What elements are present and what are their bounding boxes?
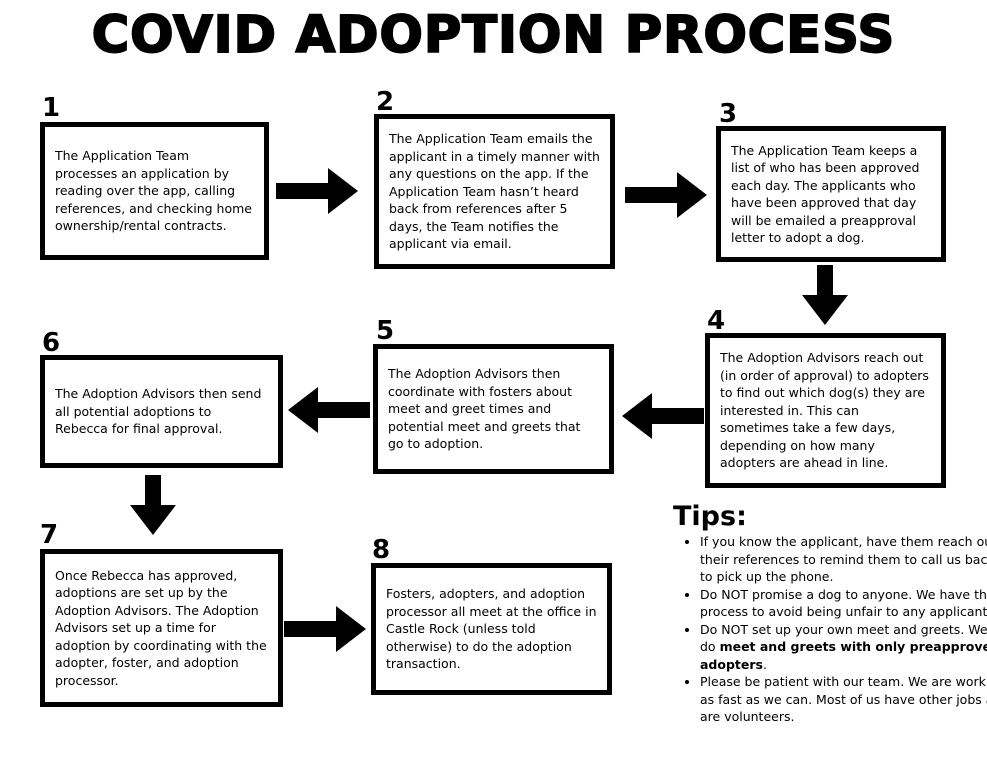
tip-item: If you know the applicant, have them rea… <box>700 533 987 586</box>
step-5-box: The Adoption Advisors then coordinate wi… <box>373 344 614 474</box>
tips-heading: Tips: <box>673 501 747 532</box>
arrow-left-icon <box>622 393 704 439</box>
step-3-text: The Application Team keeps a list of who… <box>731 142 920 246</box>
step-7-number: 7 <box>40 520 59 550</box>
page-title: COVID ADOPTION PROCESS <box>91 5 896 66</box>
step-4-number: 4 <box>707 306 726 336</box>
step-7-box: Once Rebecca has approved, adoptions are… <box>40 549 283 707</box>
step-1-number: 1 <box>42 93 61 123</box>
step-4-text: The Adoption Advisors reach out (in orde… <box>720 350 929 471</box>
arrow-down-icon <box>130 475 176 535</box>
step-6-box: The Adoption Advisors then send all pote… <box>40 355 283 468</box>
step-2-text: The Application Team emails the applican… <box>389 131 600 252</box>
step-1-text: The Application Team processes an applic… <box>55 148 252 234</box>
step-8-box: Fosters, adopters, and adoption processo… <box>371 563 612 695</box>
step-5-number: 5 <box>376 316 395 346</box>
step-1-box: The Application Team processes an applic… <box>40 122 269 260</box>
step-6-number: 6 <box>42 328 61 358</box>
tips-list: If you know the applicant, have them rea… <box>676 533 987 726</box>
arrow-right-icon <box>276 168 358 214</box>
arrow-left-icon <box>288 387 370 433</box>
tip-emphasis: meet and greets with only preapproved ad… <box>700 639 987 672</box>
tip-item: Do NOT promise a dog to anyone. We have … <box>700 586 987 621</box>
step-5-text: The Adoption Advisors then coordinate wi… <box>388 366 581 452</box>
step-4-box: The Adoption Advisors reach out (in orde… <box>705 333 946 488</box>
step-2-number: 2 <box>376 87 395 117</box>
step-3-box: The Application Team keeps a list of who… <box>716 126 946 262</box>
arrow-right-icon <box>625 172 707 218</box>
step-2-box: The Application Team emails the applican… <box>374 114 615 269</box>
arrow-down-icon <box>802 265 848 325</box>
tip-item: Do NOT set up your own meet and greets. … <box>700 621 987 674</box>
step-6-text: The Adoption Advisors then send all pote… <box>55 386 262 437</box>
tip-item: Please be patient with our team. We are … <box>700 673 987 726</box>
step-8-number: 8 <box>372 535 391 565</box>
step-8-text: Fosters, adopters, and adoption processo… <box>386 586 597 672</box>
arrow-right-icon <box>284 606 366 652</box>
step-3-number: 3 <box>719 99 738 129</box>
step-7-text: Once Rebecca has approved, adoptions are… <box>55 567 267 688</box>
